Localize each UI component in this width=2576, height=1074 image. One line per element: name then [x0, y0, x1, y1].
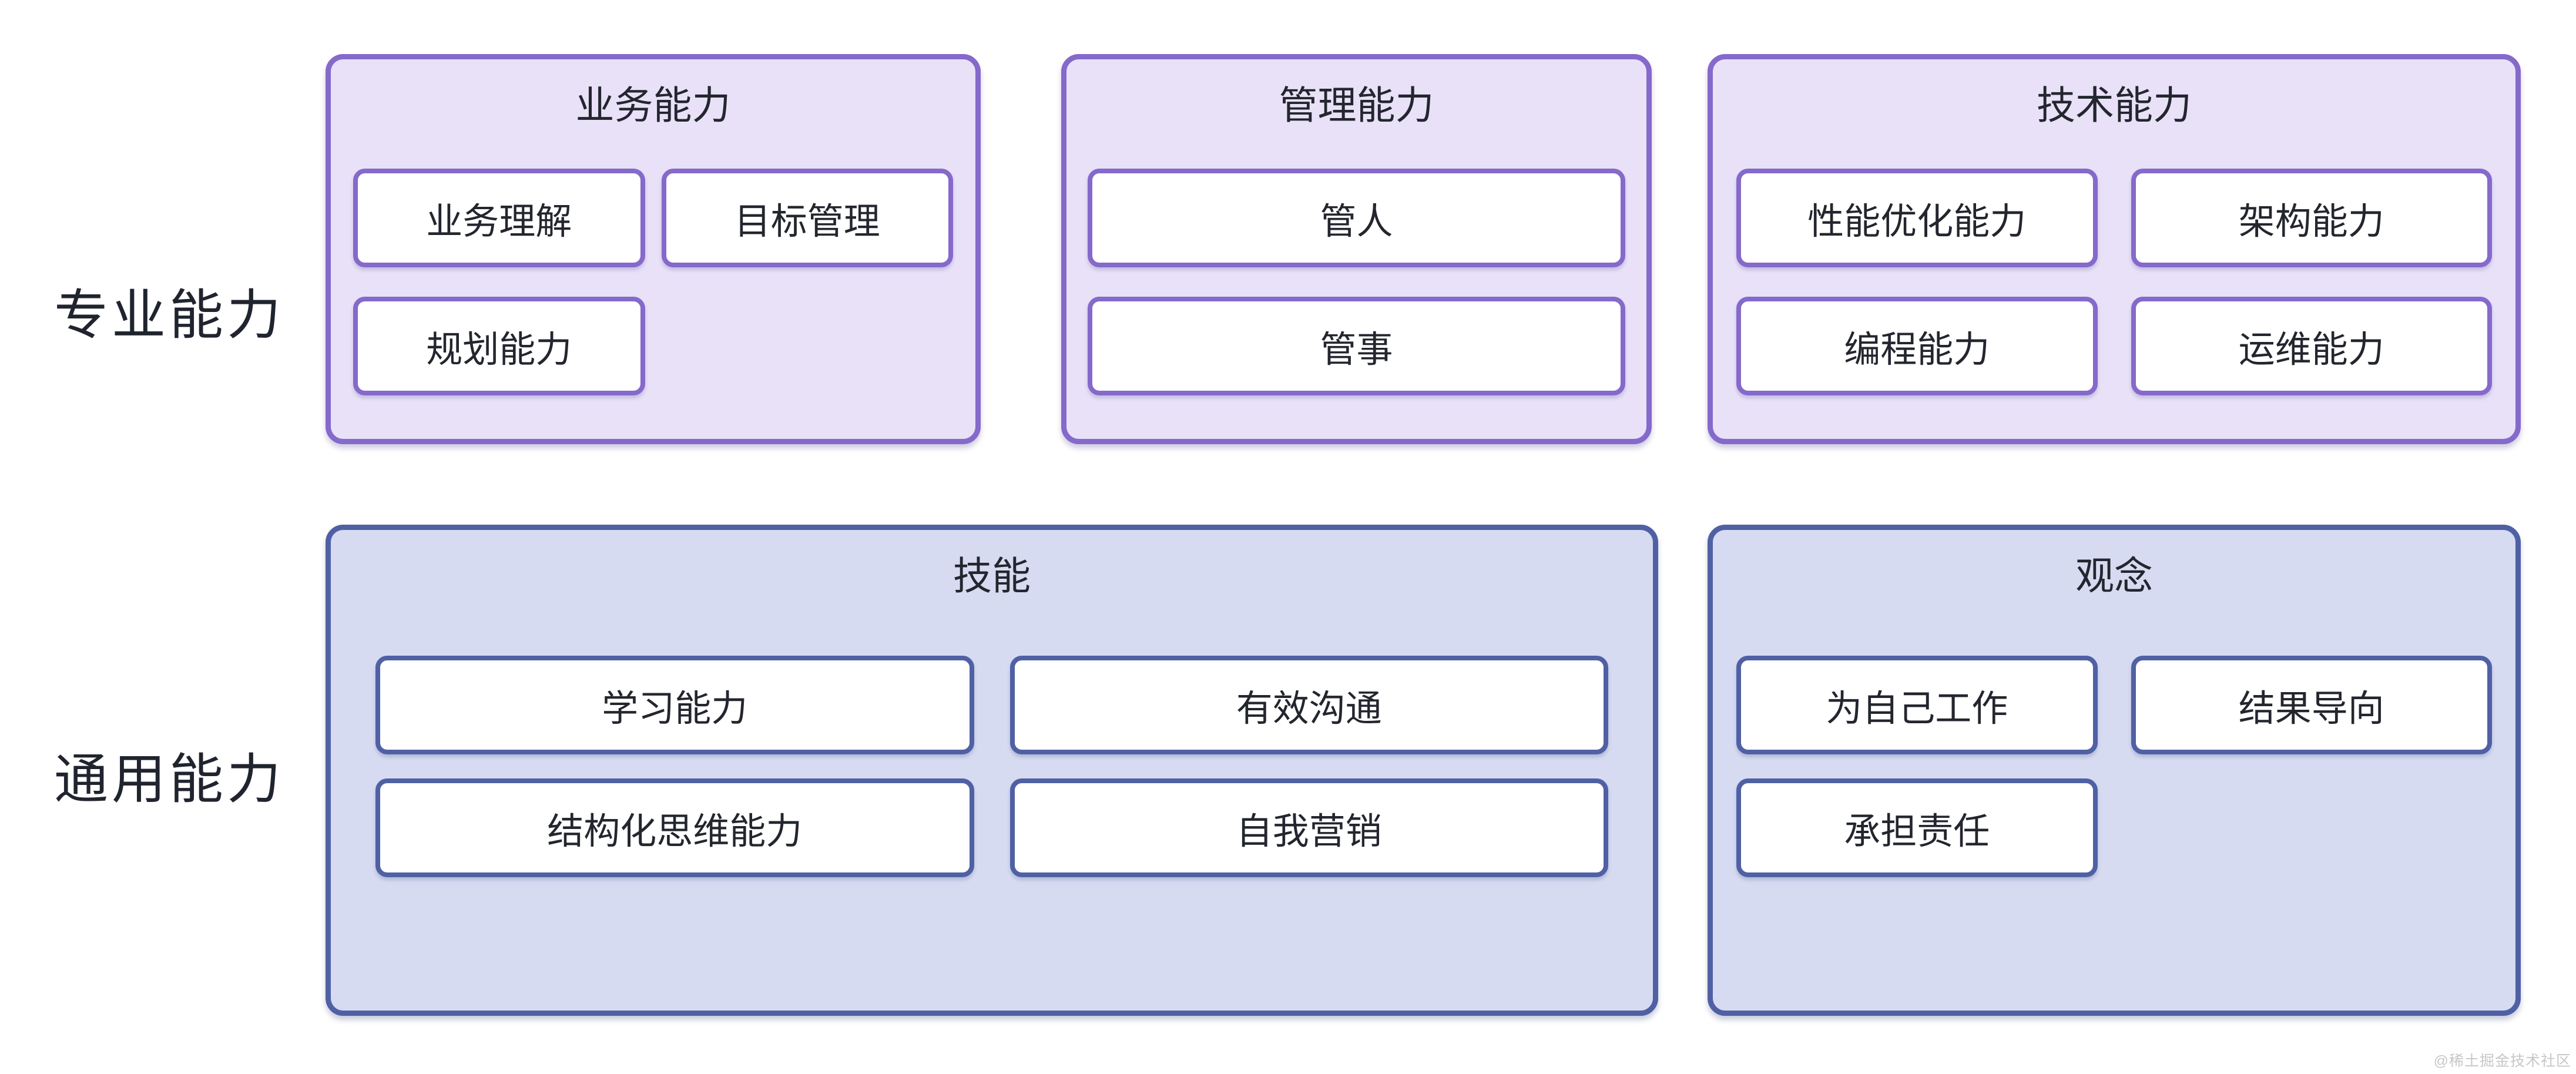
capability-item-label: 目标管理	[734, 202, 880, 242]
capability-item-label: 架构能力	[2238, 202, 2384, 242]
row-label-professional-ability: 专业能力	[54, 286, 285, 345]
capability-item-label: 自我营销	[1236, 811, 1382, 852]
capability-item: 结构化思维能力	[375, 778, 974, 877]
group-skills: 技能 学习能力 有效沟通结构化思维能力 自我营销	[326, 525, 1658, 1016]
capability-item-label: 结果导向	[2238, 689, 2384, 729]
group-title-mindset: 观念	[2075, 554, 2153, 598]
capability-item: 编程能力	[1736, 297, 2098, 395]
capability-item-label: 规划能力	[426, 330, 572, 370]
group-items-mindset: 为自己工作 结果导向承担责任	[1713, 656, 2515, 877]
capability-item-label: 运维能力	[2238, 330, 2384, 370]
capability-item: 规划能力	[353, 297, 645, 395]
capability-item: 性能优化能力	[1736, 169, 2098, 267]
group-items-skills: 学习能力 有效沟通结构化思维能力 自我营销	[331, 656, 1653, 877]
group-title-technical: 技术能力	[2037, 83, 2192, 127]
group-business-ability: 业务能力 业务理解 目标管理规划能力	[326, 54, 981, 444]
capability-item: 学习能力	[375, 656, 974, 754]
capability-item: 管人	[1088, 169, 1625, 267]
capability-item: 业务理解	[353, 169, 645, 267]
group-title-business: 业务能力	[575, 83, 731, 127]
group-items-management: 管人管事	[1066, 169, 1646, 395]
capability-item-label: 为自己工作	[1826, 689, 2008, 729]
capability-item: 结果导向	[2131, 656, 2492, 754]
group-items-technical: 性能优化能力 架构能力编程能力 运维能力	[1713, 169, 2515, 395]
capability-item-label: 承担责任	[1844, 811, 1990, 852]
capability-item: 承担责任	[1736, 778, 2098, 877]
capability-item: 为自己工作	[1736, 656, 2098, 754]
group-mindset: 观念 为自己工作 结果导向承担责任	[1708, 525, 2521, 1016]
capability-item-label: 结构化思维能力	[547, 811, 803, 852]
capability-item: 运维能力	[2131, 297, 2492, 395]
capability-item: 有效沟通	[1009, 656, 1608, 754]
capability-item-label: 有效沟通	[1236, 689, 1382, 729]
group-technical-ability: 技术能力 性能优化能力 架构能力编程能力 运维能力	[1708, 54, 2521, 444]
group-title-skills: 技能	[953, 554, 1031, 598]
capability-item-label: 管事	[1320, 330, 1393, 370]
group-items-business: 业务理解 目标管理规划能力	[331, 169, 975, 395]
capability-item: 管事	[1088, 297, 1625, 395]
capability-item-label: 管人	[1320, 202, 1393, 242]
group-title-management: 管理能力	[1279, 83, 1434, 127]
capability-item: 目标管理	[661, 169, 953, 267]
row-label-general-ability: 通用能力	[54, 750, 285, 810]
capability-item-label: 编程能力	[1844, 330, 1990, 370]
watermark-text: @稀土掘金技术社区	[2433, 1053, 2571, 1069]
capability-item-label: 学习能力	[602, 689, 748, 729]
capability-item-label: 性能优化能力	[1807, 202, 2027, 242]
capability-item-label: 业务理解	[426, 202, 572, 242]
capability-item: 架构能力	[2131, 169, 2492, 267]
group-management-ability: 管理能力 管人管事	[1061, 54, 1652, 444]
capability-item: 自我营销	[1009, 778, 1608, 877]
